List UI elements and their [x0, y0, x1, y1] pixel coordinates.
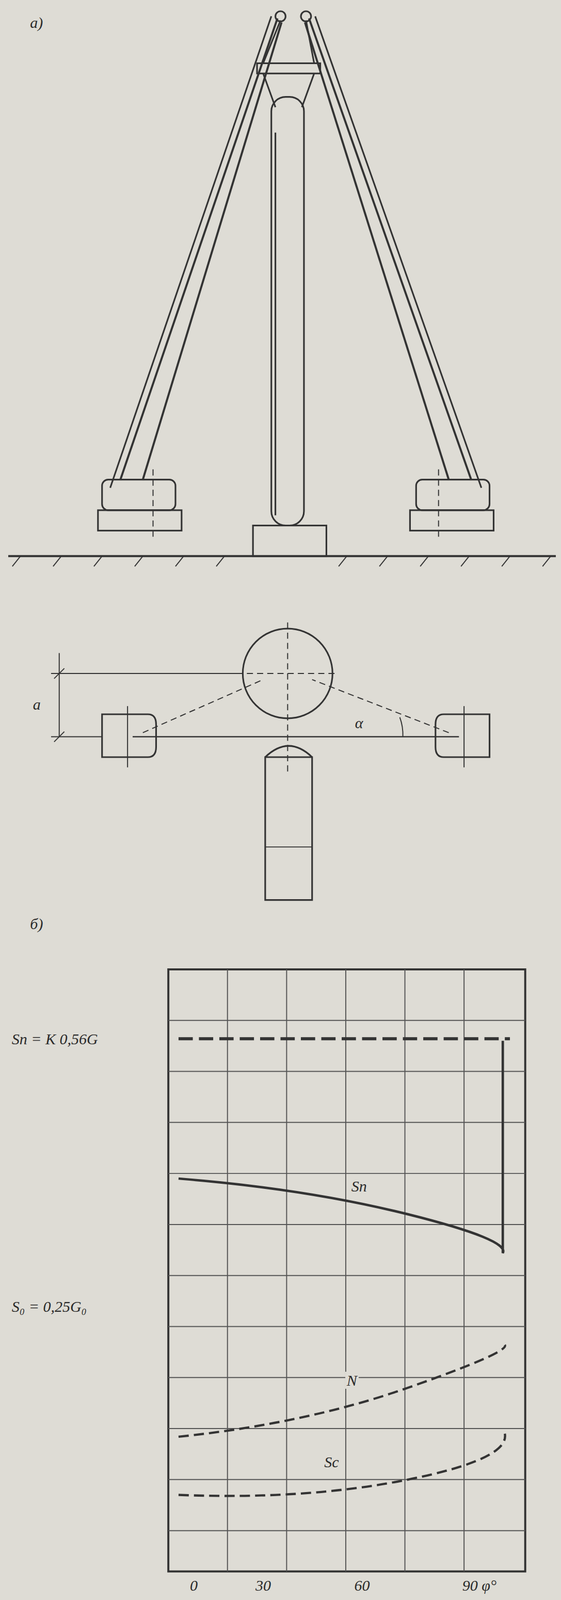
chart-label: α [353, 713, 365, 731]
chart-label: 90 φ° [460, 1575, 499, 1593]
chart-label: Sп [349, 1176, 369, 1194]
chart-label: а [31, 695, 43, 713]
chart-label: 60 [353, 1575, 372, 1593]
chart-label: а) [28, 13, 45, 31]
chart-label: S₀ = 0,25G₀ [10, 1296, 89, 1314]
chart-label: Sп = K 0,56G [10, 1029, 100, 1047]
chart-label: 30 [253, 1575, 273, 1593]
chart-label: б) [28, 914, 45, 932]
chart-label: 0 [188, 1575, 200, 1593]
chart-label: Sс [322, 1452, 341, 1470]
chart-label: N [345, 1370, 359, 1388]
